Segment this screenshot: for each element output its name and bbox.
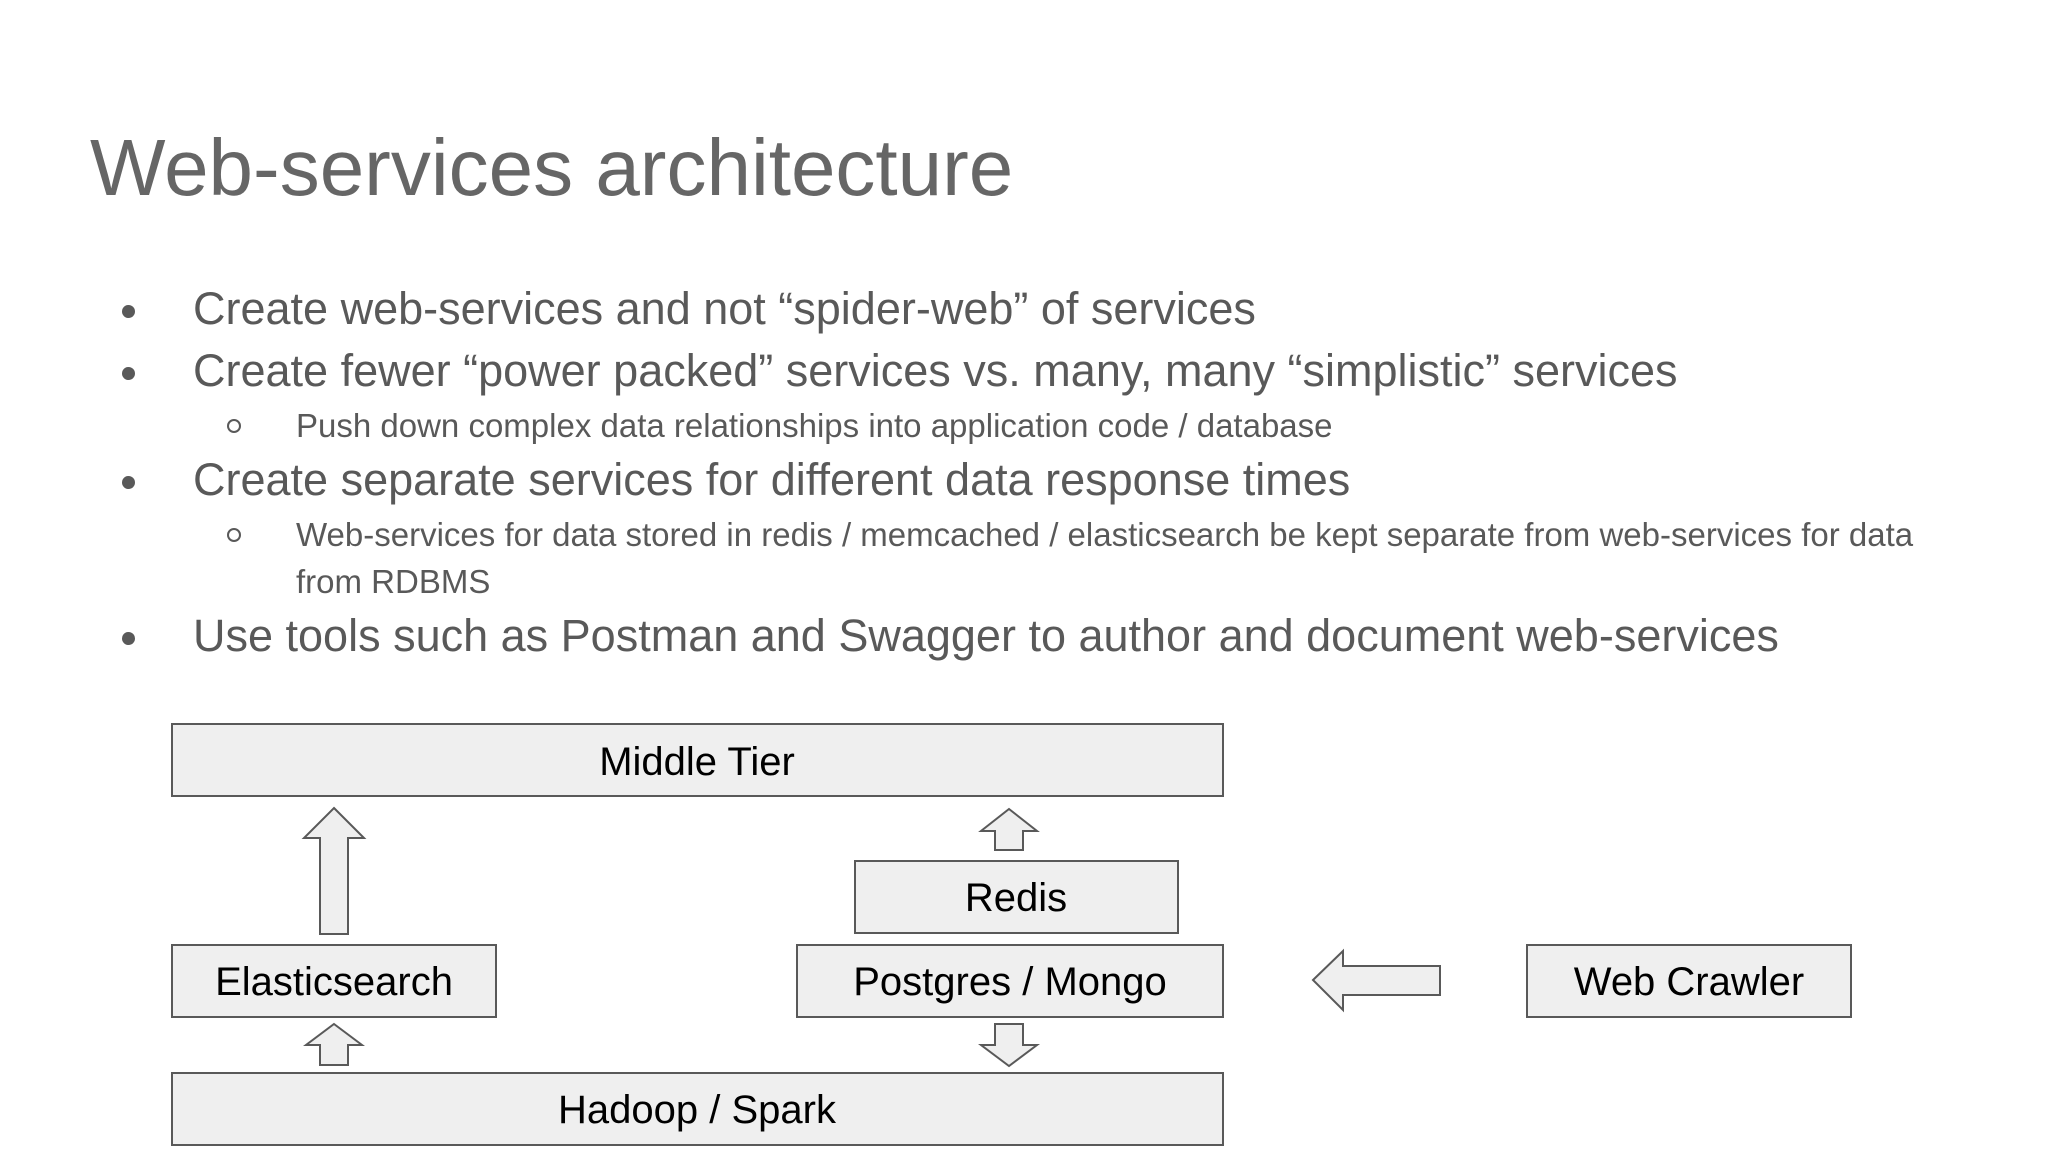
arrow-up-icon bbox=[978, 807, 1040, 851]
node-elasticsearch: Elasticsearch bbox=[171, 944, 497, 1018]
sub-bullet-circle-icon bbox=[227, 419, 241, 433]
bullet-item: Use tools such as Postman and Swagger to… bbox=[0, 605, 2048, 667]
node-postgres-mongo-box bbox=[796, 944, 1224, 1018]
node-redis-label: Redis bbox=[965, 876, 1067, 920]
sub-bullet-item: Web-services for data stored in redis / … bbox=[0, 511, 1946, 605]
node-postgres-mongo-label: Postgres / Mongo bbox=[853, 960, 1167, 1004]
sub-bullet-item: Push down complex data relationships int… bbox=[0, 402, 1946, 449]
sub-bullet-circle-icon bbox=[227, 528, 241, 542]
sub-bullet-text: Web-services for data stored in redis / … bbox=[296, 516, 1914, 600]
node-hadoop-spark: Hadoop / Spark bbox=[171, 1072, 1224, 1146]
node-middle-tier-label: Middle Tier bbox=[599, 740, 795, 784]
bullet-dot-icon bbox=[122, 305, 135, 318]
arrow-up-icon bbox=[303, 1022, 365, 1066]
node-postgres-mongo: Postgres / Mongo bbox=[796, 944, 1224, 1018]
bullet-text: Use tools such as Postman and Swagger to… bbox=[193, 610, 1779, 661]
bullet-item: Create web-services and not “spider-web”… bbox=[0, 278, 2048, 340]
arrow-up-icon bbox=[301, 806, 367, 935]
node-elasticsearch-label: Elasticsearch bbox=[215, 960, 453, 1004]
node-middle-tier-box bbox=[171, 723, 1224, 797]
bullet-text: Create separate services for different d… bbox=[193, 454, 1351, 505]
node-hadoop-spark-box bbox=[171, 1072, 1224, 1146]
bullet-item: Create fewer “power packed” services vs.… bbox=[0, 340, 2048, 402]
bullet-list: Create web-services and not “spider-web”… bbox=[0, 278, 2048, 667]
node-web-crawler-box bbox=[1526, 944, 1852, 1018]
arrow-down-icon bbox=[978, 1023, 1040, 1068]
node-hadoop-spark-label: Hadoop / Spark bbox=[558, 1088, 837, 1132]
node-middle-tier: Middle Tier bbox=[171, 723, 1224, 797]
slide-title: Web-services architecture bbox=[90, 123, 1014, 212]
node-redis: Redis bbox=[854, 860, 1179, 934]
node-web-crawler-label: Web Crawler bbox=[1574, 960, 1804, 1004]
sub-bullet-text: Push down complex data relationships int… bbox=[296, 407, 1333, 444]
node-web-crawler: Web Crawler bbox=[1526, 944, 1852, 1018]
bullet-item: Create separate services for different d… bbox=[0, 449, 2048, 511]
bullet-dot-icon bbox=[122, 367, 135, 380]
bullet-dot-icon bbox=[122, 476, 135, 489]
arrow-left-icon bbox=[1311, 948, 1441, 1013]
bullet-text: Create fewer “power packed” services vs.… bbox=[193, 345, 1678, 396]
node-elasticsearch-box bbox=[171, 944, 497, 1018]
bullet-text: Create web-services and not “spider-web”… bbox=[193, 283, 1256, 334]
bullet-dot-icon bbox=[122, 632, 135, 645]
node-redis-box bbox=[854, 860, 1179, 934]
